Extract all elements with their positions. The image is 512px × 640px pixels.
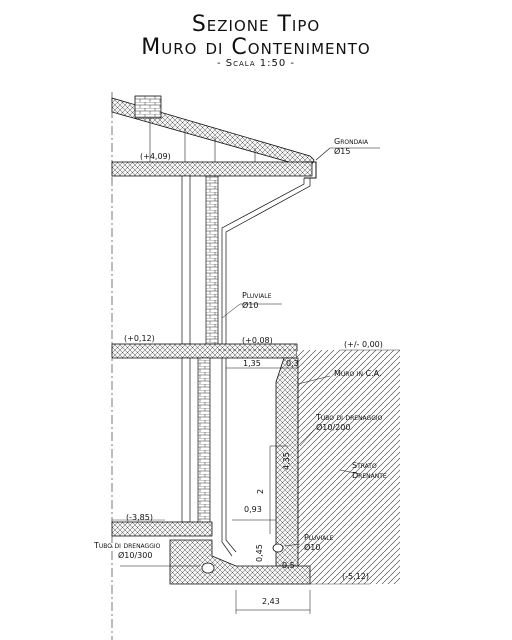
level-floor-left: (+0,12)	[124, 334, 155, 343]
grondaia-diam: Ø15	[334, 146, 350, 156]
brick-wall-upper	[205, 175, 219, 345]
pluviale-top-diam: Ø10	[242, 300, 258, 310]
tubo-drenaggio-right-label: Tubo di drenaggio	[315, 413, 383, 422]
dim-0-3: 0,3	[286, 359, 299, 368]
floor-slab	[111, 343, 298, 359]
drawing-title: Sezione Tipo	[191, 12, 321, 37]
pluviale-bottom-label: Pluviale	[304, 533, 334, 542]
dim-0-5: 0,5	[282, 561, 295, 570]
dim-2: 2	[256, 489, 265, 494]
strato-label: Strato	[352, 461, 377, 470]
grondaia-label: Grondaia	[334, 137, 369, 146]
dim-0-45: 0,45	[255, 544, 264, 562]
muro-ca-label: Muro in C.A.	[334, 369, 382, 378]
drenante-label: Drenante	[352, 471, 387, 480]
roof-level-slab	[111, 161, 313, 177]
level-floor-right: (+0,08)	[242, 336, 273, 345]
drawing-scale: - Scala 1:50 -	[216, 58, 296, 69]
level-roof: (+4,09)	[140, 152, 171, 161]
drawing-subtitle: Muro di Contenimento	[141, 35, 371, 60]
tubo-drenaggio-right-diam: Ø10/200	[316, 422, 350, 432]
tubo-drenaggio-left-label: Tubo di drenaggio	[93, 541, 161, 550]
tubo-drenaggio-left-diam: Ø10/300	[118, 550, 152, 560]
level-foundation: (-5,12)	[342, 572, 369, 581]
dim-1-35: 1,35	[243, 359, 261, 368]
pluviale-bottom-diam: Ø10	[304, 542, 320, 552]
level-ground: (+/- 0,00)	[344, 340, 383, 349]
chimney	[134, 95, 162, 119]
dim-2-43: 2,43	[262, 597, 280, 606]
downpipe	[221, 178, 311, 557]
basement-slab	[111, 521, 213, 537]
level-basement: (-3,85)	[126, 513, 153, 522]
pluviale-top-label: Pluviale	[242, 291, 272, 300]
dim-4-35: 4,35	[282, 452, 291, 470]
drain-pipe-bottom	[272, 543, 284, 553]
left-wall-lower	[181, 357, 191, 523]
dim-0-93: 0,93	[244, 505, 262, 514]
left-wall-upper	[181, 175, 191, 345]
foundation	[169, 539, 311, 585]
inner-wall-lower	[197, 357, 211, 527]
drain-pipe-left	[201, 562, 215, 574]
drainage-layer	[297, 350, 400, 584]
